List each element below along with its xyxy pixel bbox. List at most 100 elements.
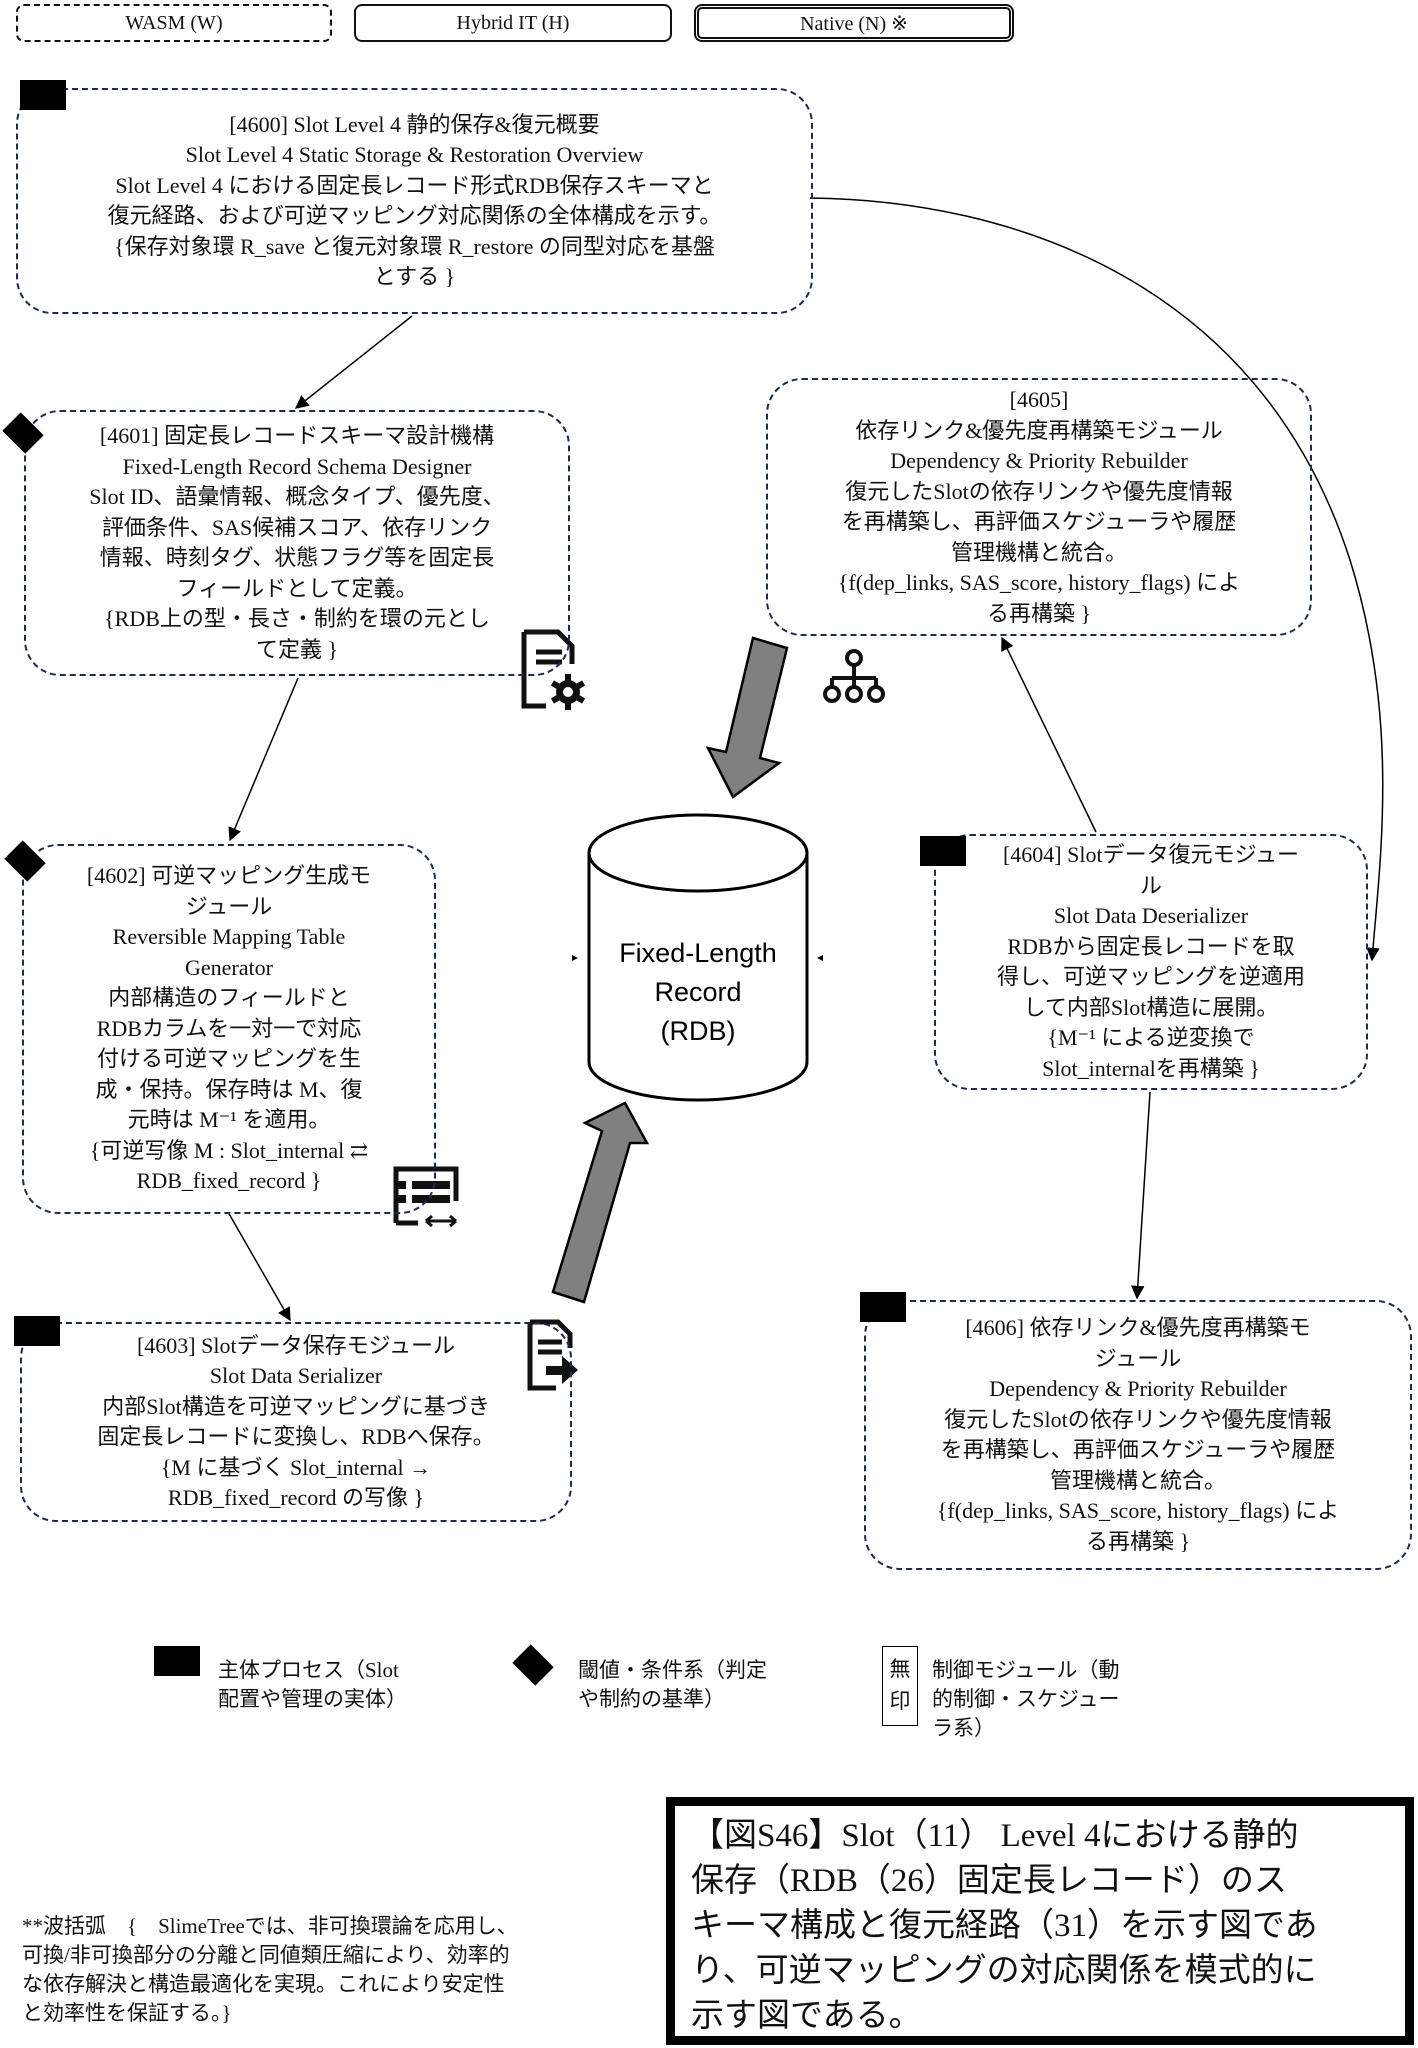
node-4600-line-1: [4600] Slot Level 4 静的保存&復元概要: [229, 111, 600, 137]
node-4601-line-3: Slot ID、語彙情報、概念タイプ、優先度、: [89, 484, 505, 509]
node-4606-process-marker: [860, 1292, 906, 1322]
node-4600-line-5: {保存対象環 R_save と復元対象環 R_restore の同型対応を基盤: [114, 233, 715, 259]
node-4601-line-4: 評価条件、SAS候補スコア、依存リンク: [101, 514, 493, 540]
node-4606-line-2: ジュール: [1094, 1345, 1182, 1371]
node-4606-line-3: Dependency & Priority Rebuilder: [989, 1376, 1287, 1401]
block-arrow-4605-db: [705, 636, 789, 799]
edge-4604-4606: [1131, 1091, 1151, 1300]
node-4604-line-7: {M⁻¹ による逆変換で: [1047, 1025, 1255, 1050]
mode-button-wasm[interactable]: WASM (W): [16, 4, 332, 42]
node-4603-line-1: [4603] Slotデータ保存モジュール: [136, 1332, 456, 1358]
mode-button-native[interactable]: Native (N) ※: [694, 4, 1014, 42]
mode-button-wasm-label: WASM (W): [125, 11, 223, 34]
edge-4600-4604: [809, 197, 1384, 962]
node-4601-schema-designer[interactable]: [4601] 固定長レコードスキーマ設計機構 Fixed-Length Reco…: [24, 410, 570, 676]
node-4606-line-7: {f(dep_links, SAS_score, history_flags) …: [936, 1498, 1340, 1523]
legend-process-line-2: 配置や管理の実体）: [218, 1687, 407, 1711]
node-4603-process-marker: [14, 1316, 60, 1346]
node-4601-line-6: フィールドとして定義。: [176, 575, 418, 601]
legend-box-char-2: 印: [889, 1689, 911, 1713]
node-4602-line-10: {可逆写像 M : Slot_internal ⇄: [89, 1137, 369, 1163]
caption-line-1: 【図S46】Slot（11） Level 4における静的: [691, 1818, 1299, 1854]
legend-control-line-3: ラ系）: [932, 1716, 995, 1740]
node-4602-line-8: 成・保持。保存時は M、復: [95, 1076, 363, 1102]
node-4604-line-5: 得し、可逆マッピングを逆適用: [996, 964, 1305, 989]
node-4605-line-3: Dependency & Priority Rebuilder: [890, 448, 1188, 473]
footnote-line-2: 可換/非可換部分の分離と同値類圧縮により、効率的: [22, 1943, 510, 1967]
caption-line-2: 保存（RDB（26）固定長レコード）のス: [691, 1863, 1287, 1899]
legend-box-char-1: 無: [889, 1657, 911, 1681]
node-4603-line-2: Slot Data Serializer: [209, 1363, 383, 1388]
node-4605-line-1: [4605]: [1009, 387, 1069, 412]
database-label-line-2: Record: [654, 977, 741, 1007]
node-4604-line-3: Slot Data Deserializer: [1053, 903, 1249, 928]
caption-line-3: キーマ構成と復元経路（31）を示す図であ: [691, 1908, 1318, 1944]
node-4600-overview[interactable]: [4600] Slot Level 4 静的保存&復元概要 Slot Level…: [16, 88, 813, 314]
figure-caption: 【図S46】Slot（11） Level 4における静的 保存（RDB（26）固…: [666, 1797, 1414, 2045]
legend-item-process: 主体プロセス（Slot 配置や管理の実体）: [218, 1656, 407, 1714]
node-4601-line-1: [4601] 固定長レコードスキーマ設計機構: [99, 423, 495, 448]
node-4605-line-8: る再構築 }: [986, 600, 1092, 626]
block-arrow-4603-db: [551, 1101, 650, 1304]
node-4601-line-5: 情報、時刻タグ、状態フラグ等を固定長: [99, 545, 495, 570]
edge-4602-4603: [227, 1211, 291, 1322]
node-4604-line-4: RDBから固定長レコードを取: [1007, 933, 1295, 959]
database-cylinder-icon: Fixed-Length Record (RDB): [572, 813, 823, 1102]
node-4602-line-3: Reversible Mapping Table: [112, 924, 346, 950]
node-4605-dependency-rebuilder[interactable]: [4605] 依存リンク&優先度再構築モジュール Dependency & Pr…: [766, 378, 1312, 636]
node-4606-line-4: 復元したSlotの依存リンクや優先度情報: [944, 1406, 1332, 1432]
node-4605-line-2: 依存リンク&優先度再構築モジュール: [855, 417, 1223, 443]
legend-item-condition: 閾値・条件系（判定 や制約の基準）: [578, 1656, 767, 1714]
database-label-line-3: (RDB): [661, 1016, 736, 1046]
node-4602-line-6: RDBカラムを一対一で対応: [96, 1015, 362, 1041]
node-4602-line-1: [4602] 可逆マッピング生成モ: [86, 863, 372, 889]
node-4603-line-5: {M に基づく Slot_internal →: [160, 1454, 432, 1480]
node-4600-process-marker: [20, 80, 66, 110]
node-4600-line-4: 復元経路、および可逆マッピング対応関係の全体構成を示す。: [107, 203, 722, 228]
node-4600-line-6: とする }: [373, 264, 456, 289]
node-4606-line-6: 管理機構と統合。: [1049, 1467, 1226, 1493]
legend-condition-line-2: や制約の基準）: [578, 1687, 725, 1711]
node-4602-line-7: 付ける可逆マッピングを生: [96, 1046, 361, 1072]
legend-condition-line-1: 閾値・条件系（判定: [578, 1658, 767, 1682]
node-4601-line-2: Fixed-Length Record Schema Designer: [122, 453, 472, 479]
node-4602-line-9: 元時は M⁻¹ を適用。: [127, 1107, 331, 1133]
node-4605-line-6: 管理機構と統合。: [950, 539, 1127, 565]
mode-button-native-label: Native (N) ※: [800, 12, 908, 35]
node-4604-line-6: して内部Slot構造に展開。: [1023, 994, 1279, 1020]
legend-unmarked-box-icon: 無 印: [882, 1646, 918, 1726]
node-4605-line-4: 復元したSlotの依存リンクや優先度情報: [845, 478, 1233, 504]
legend-control-line-2: 的制御・スケジュー: [932, 1687, 1120, 1711]
node-4602-mapping-generator[interactable]: [4602] 可逆マッピング生成モ ジュール Reversible Mappin…: [22, 844, 436, 1214]
node-4606-line-5: を再構築し、再評価スケジューラや履歴: [940, 1437, 1336, 1462]
node-4603-serializer[interactable]: [4603] Slotデータ保存モジュール Slot Data Serializ…: [20, 1322, 572, 1522]
node-4606-line-1: [4606] 依存リンク&優先度再構築モ: [965, 1315, 1311, 1340]
node-4602-line-5: 内部構造のフィールドと: [108, 985, 350, 1011]
node-4600-line-3: Slot Level 4 における固定長レコード形式RDB保存スキーマと: [115, 172, 714, 198]
legend-square-icon: [154, 1646, 200, 1676]
node-4603-line-6: RDB_fixed_record の写像 }: [167, 1485, 425, 1510]
edge-4604-4605: [1001, 636, 1097, 833]
database-label-line-1: Fixed-Length: [619, 938, 777, 968]
node-4604-process-marker: [920, 836, 966, 866]
node-4604-deserializer[interactable]: [4604] Slotデータ復元モジュー ル Slot Data Deseria…: [934, 834, 1368, 1090]
edge-4600-4601: [294, 315, 413, 409]
caption-line-4: り、可逆マッピングの対応関係を模式的に: [691, 1953, 1317, 1989]
edge-4601-4602: [228, 677, 299, 842]
node-4605-line-5: を再構築し、再評価スケジューラや履歴: [841, 509, 1237, 534]
node-4602-line-2: ジュール: [185, 893, 273, 919]
node-4604-line-1: [4604] Slotデータ復元モジュー: [1002, 842, 1300, 867]
footnote: **波括弧 { SlimeTreeでは、非可換環論を応用し、 可換/非可換部分の…: [22, 1912, 652, 2028]
footnote-line-3: な依存解決と構造最適化を実現。これにより安定性: [22, 1972, 505, 1996]
mode-button-hybrid-label: Hybrid IT (H): [456, 11, 570, 34]
node-4606-line-8: る再構築 }: [1085, 1528, 1191, 1554]
node-4600-line-2: Slot Level 4 Static Storage & Restoratio…: [185, 142, 644, 167]
footnote-line-1: **波括弧 { SlimeTreeでは、非可換環論を応用し、: [22, 1914, 518, 1938]
node-4603-line-4: 固定長レコードに変換し、RDBへ保存。: [97, 1424, 495, 1449]
node-4604-line-8: Slot_internalを再構築 }: [1042, 1055, 1260, 1081]
legend-process-line-1: 主体プロセス（Slot: [218, 1658, 399, 1682]
node-4606-dependency-rebuilder[interactable]: [4606] 依存リンク&優先度再構築モ ジュール Dependency & P…: [864, 1300, 1412, 1570]
mode-button-hybrid[interactable]: Hybrid IT (H): [354, 4, 672, 42]
node-4605-line-7: {f(dep_links, SAS_score, history_flags) …: [837, 570, 1241, 595]
